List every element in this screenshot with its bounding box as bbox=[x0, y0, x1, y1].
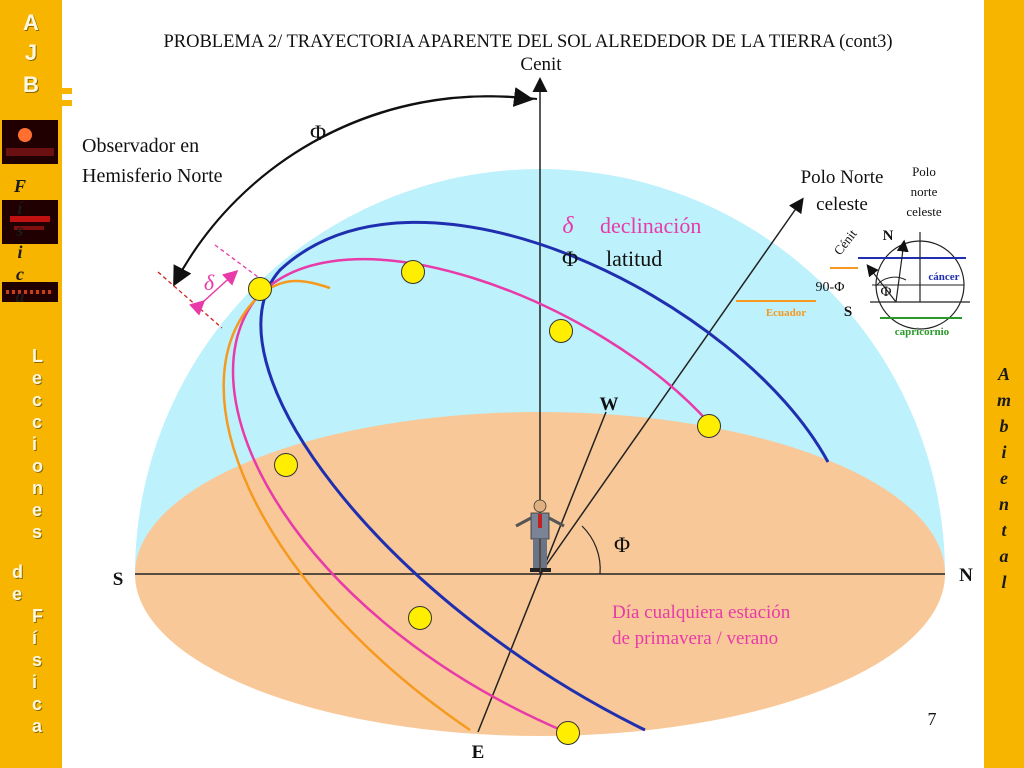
legend-delta-symbol: δ bbox=[562, 213, 574, 239]
right-sidebar-letter: l bbox=[1001, 572, 1007, 592]
north-label: N bbox=[959, 565, 973, 586]
right-sidebar-letter: m bbox=[996, 390, 1011, 410]
inset-phi-label: Φ bbox=[881, 284, 892, 300]
celestial-inset bbox=[736, 232, 970, 330]
sidebar-vertical-letter: a bbox=[32, 716, 43, 736]
observer-figure bbox=[515, 499, 565, 572]
sidebar-vertical-letter: c bbox=[32, 694, 43, 714]
inset-pole-label-line3: celeste bbox=[906, 204, 942, 219]
latitude-angle-arc bbox=[581, 525, 601, 575]
phi-arc-label: Φ bbox=[310, 120, 326, 145]
note-line2: de primavera / verano bbox=[612, 628, 778, 649]
right-sidebar-letter: s bbox=[16, 220, 24, 240]
sidebar-letter: B bbox=[23, 72, 39, 97]
sun-path-orange bbox=[222, 279, 471, 732]
right-sidebar-letter: F bbox=[13, 176, 26, 196]
right-sidebar-letter: t bbox=[1001, 520, 1007, 540]
inset-north-label: N bbox=[883, 228, 894, 244]
sidebar-vertical-letter: s bbox=[32, 650, 43, 670]
sidebar-vertical-letter: s bbox=[32, 522, 43, 542]
legend-latitud: latitud bbox=[606, 246, 662, 271]
sun-marker bbox=[274, 453, 298, 477]
sidebar-vertical-letter: i bbox=[32, 672, 38, 692]
right-sidebar-letter: b bbox=[999, 416, 1009, 436]
inset-zenith-arrow bbox=[866, 264, 897, 303]
inset-cancer-label: cáncer bbox=[928, 271, 959, 283]
observer-label-line2: Hemisferio Norte bbox=[82, 165, 223, 187]
legend-declination: declinación bbox=[600, 213, 701, 238]
fringes-photo-thumbnail bbox=[2, 282, 58, 302]
delta-label: δ bbox=[204, 270, 215, 295]
right-sidebar-letter: a bbox=[15, 286, 25, 306]
legend-phi-symbol: Φ bbox=[562, 246, 578, 271]
inset-pole-label-line2: norte bbox=[911, 184, 938, 199]
sidebar-vertical-letter: e bbox=[32, 500, 43, 520]
page-number: 7 bbox=[928, 709, 937, 729]
south-label: S bbox=[113, 569, 124, 590]
sidebar-vertical-letter: d bbox=[12, 562, 23, 582]
page-title: PROBLEMA 2/ TRAYECTORIA APARENTE DEL SOL… bbox=[163, 32, 892, 52]
zenith-label: Cenit bbox=[520, 54, 562, 75]
right-sidebar-letter: a bbox=[999, 546, 1009, 566]
sidebar-vertical-letter: F bbox=[32, 606, 43, 626]
inset-capricorn-label: capricornio bbox=[895, 326, 950, 338]
sun-marker bbox=[697, 414, 721, 438]
west-label: W bbox=[600, 394, 619, 415]
sidebar-vertical-letter: i bbox=[32, 434, 38, 454]
observer-label-line1: Observador en bbox=[82, 135, 199, 157]
east-label: E bbox=[472, 742, 485, 763]
right-sidebar-letter: A bbox=[997, 364, 1010, 384]
sun-marker bbox=[248, 277, 272, 301]
right-sidebar-letter: i bbox=[1001, 442, 1007, 462]
sidebar-letter: J bbox=[24, 40, 38, 65]
right-sidebar bbox=[984, 0, 1024, 768]
sidebar-tab bbox=[58, 88, 72, 94]
inset-pole-label-line1: Polo bbox=[912, 164, 936, 179]
note-line1: Día cualquiera estación bbox=[612, 602, 791, 623]
sidebar-vertical-letter: n bbox=[32, 478, 43, 498]
north-celestial-pole-label-line2: celeste bbox=[816, 194, 868, 215]
inset-ninety-minus-phi: 90-Φ bbox=[816, 280, 845, 295]
sun-marker bbox=[408, 606, 432, 630]
right-sidebar-letter: í bbox=[17, 198, 23, 218]
sidebar-tab bbox=[58, 100, 72, 106]
sidebar-vertical-letter: c bbox=[32, 412, 43, 432]
sun-marker bbox=[556, 721, 580, 745]
sidebar-vertical-letter: L bbox=[32, 346, 43, 366]
sidebar-vertical-letter: í bbox=[32, 628, 38, 648]
declination-arrow bbox=[189, 269, 239, 316]
sidebar-vertical-letter: o bbox=[32, 456, 43, 476]
colatitude-arc-tail bbox=[174, 87, 534, 284]
spectrum-photo-thumbnail bbox=[2, 200, 58, 244]
inset-south-label: S bbox=[844, 304, 852, 320]
right-sidebar-letter: e bbox=[1000, 468, 1008, 488]
sidebar-vertical-letter: c bbox=[32, 390, 43, 410]
inset-zenith-label: Cénit bbox=[831, 226, 860, 258]
sun-marker bbox=[549, 319, 573, 343]
right-sidebar-letter: c bbox=[16, 264, 24, 284]
north-celestial-pole-label-line1: Polo Norte bbox=[801, 167, 884, 188]
sidebar-vertical-letter: e bbox=[32, 368, 43, 388]
phi-angle-label: Φ bbox=[614, 532, 630, 557]
sun-path-blue bbox=[259, 220, 830, 732]
sun-marker bbox=[401, 260, 425, 284]
right-sidebar-letter: i bbox=[17, 242, 23, 262]
inset-angle-arc bbox=[875, 276, 907, 287]
sidebar-letter: A bbox=[23, 10, 39, 35]
right-sidebar-letter: n bbox=[998, 494, 1009, 514]
inset-ecuador-label: Ecuador bbox=[766, 307, 806, 319]
sidebar-vertical-letter: e bbox=[12, 584, 23, 604]
lab-photo-thumbnail bbox=[2, 120, 58, 164]
inset-pole-arrow bbox=[895, 239, 909, 303]
declination-reference-line bbox=[214, 244, 263, 281]
